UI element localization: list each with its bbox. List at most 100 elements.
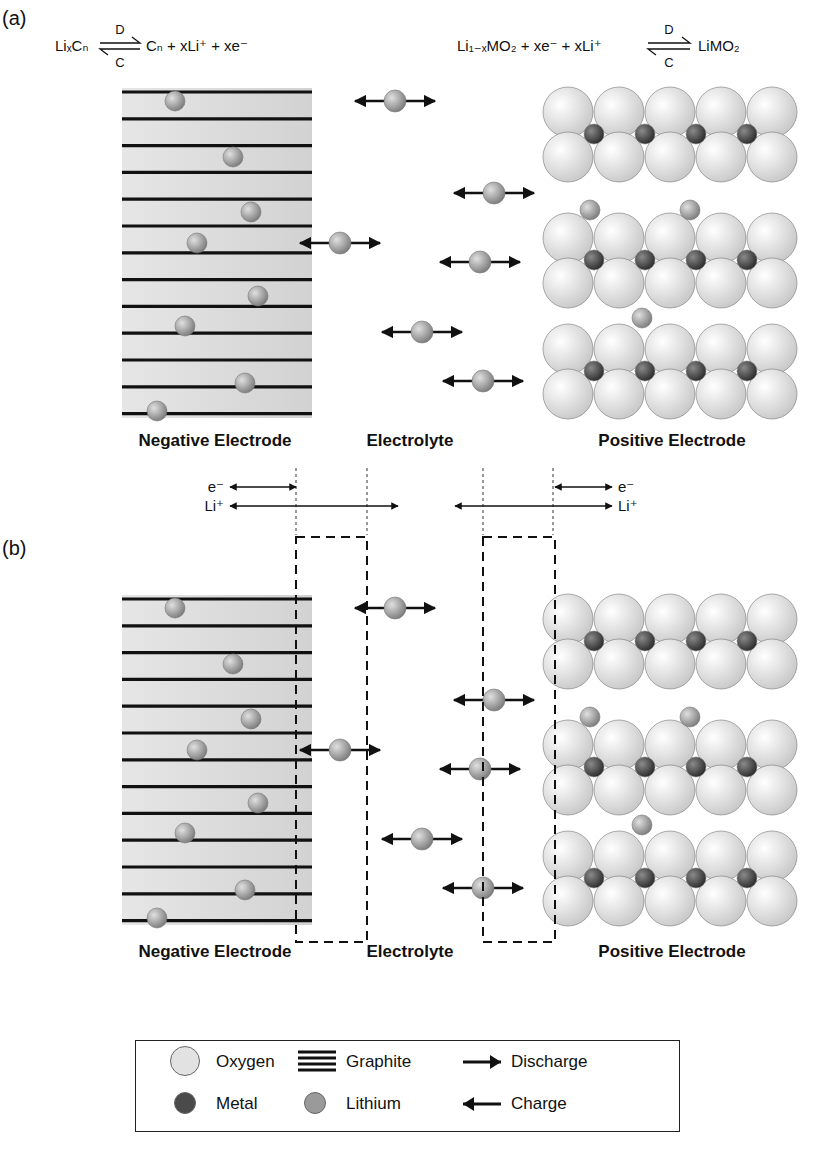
legend-text: Lithium [346,1094,401,1114]
lithium-ion [384,90,406,112]
lithium-ion [632,815,652,835]
metal-atom [686,868,706,888]
legend-box: OxygenGraphiteDischargeMetalLithiumCharg… [135,1040,680,1132]
graphite-layer [122,785,312,788]
graphite-layer [122,358,312,361]
equilibrium-arrow [648,49,690,55]
legend-text: Oxygen [216,1052,275,1072]
lithium-ion [483,689,505,711]
legend-icon [461,1091,505,1117]
legend-text: Discharge [511,1052,588,1072]
metal-atom [686,250,706,270]
guide-line [367,468,368,535]
graphite-layer [122,144,312,147]
lithium-ion [147,401,167,421]
graphite-layer [122,251,312,254]
metal-atom [686,631,706,651]
metal-atom [737,631,757,651]
transport-arrow [455,505,612,507]
graphite-block [122,595,312,925]
lithium-ion [329,739,351,761]
region-label: Electrolyte [367,943,454,962]
equation-term: LiMO₂ [698,38,740,55]
panel-label: (b) [2,537,26,559]
lithium-ion [411,828,433,850]
lithium-ion [235,373,255,393]
metal-atom [635,124,655,144]
graphite-layer [122,117,312,120]
graphite-block [122,88,312,418]
equation-term: LiₓCₙ [55,38,88,55]
transport-arrow [230,505,398,507]
metal-atom [635,361,655,381]
metal-atom [737,250,757,270]
panel-label: (a) [2,7,26,29]
guide-line [483,468,484,535]
lithium-ion [469,251,491,273]
equilibrium-arrow [100,37,140,43]
metal-atom [737,361,757,381]
carrier-label: e⁻ [618,479,634,496]
graphite-layer [122,624,312,627]
equation-term: Cₙ + xLi⁺ + xe⁻ [146,38,248,55]
equilibrium-arrow [100,49,140,55]
lithium-ion [241,709,261,729]
lithium-ion [411,321,433,343]
lithium-ion [165,91,185,111]
metal-atom [584,250,604,270]
metal-atom [737,124,757,144]
legend-icon [461,1049,505,1075]
carrier-label: Li⁺ [204,498,224,515]
metal-atom [584,868,604,888]
metal-atom [686,757,706,777]
graphite-layer [122,385,312,388]
metal-atom [584,757,604,777]
graphite-layer [122,705,312,708]
metal-atom [584,124,604,144]
graphite-layer [122,812,312,815]
metal-atom [686,361,706,381]
lithium-ion [175,316,195,336]
direction-letter: C [664,56,673,70]
direction-letter: C [115,56,124,70]
lithium-ion [147,908,167,928]
graphite-layer [122,597,312,600]
graphite-layer [122,758,312,761]
direction-letter: D [115,23,124,37]
lithium-ion [223,654,243,674]
graphite-layer [122,90,312,93]
lithium-ion [187,233,207,253]
lithium-ion [680,200,700,220]
equilibrium-arrow [648,37,690,43]
legend-swatch [170,1046,200,1076]
guide-line [296,468,297,535]
electrode-label: Negative Electrode [138,943,291,962]
graphite-layer [122,278,312,281]
lithium-ion [175,823,195,843]
metal-atom [635,757,655,777]
graphite-layer [122,839,312,842]
equation-term: Li₁₋ₓMO₂ + xe⁻ + xLi⁺ [457,38,602,55]
legend-text: Graphite [346,1052,411,1072]
metal-atom [737,757,757,777]
graphite-layer [122,171,312,174]
lithium-ion [384,597,406,619]
guide-line [553,468,554,535]
carrier-label: e⁻ [208,479,224,496]
legend-swatch [174,1092,196,1114]
lithium-ion [469,758,491,780]
graphite-layer [122,224,312,227]
interface-region [296,537,367,942]
graphite-layer [122,892,312,895]
graphite-layer [122,678,312,681]
lithium-ion [472,370,494,392]
lithium-ion [187,740,207,760]
region-label: Electrolyte [367,432,454,451]
direction-letter: D [664,23,673,37]
legend-text: Charge [511,1094,567,1114]
metal-atom [635,250,655,270]
metal-atom [635,631,655,651]
electrode-label: Positive Electrode [598,943,745,962]
metal-atom [584,361,604,381]
metal-atom [635,868,655,888]
